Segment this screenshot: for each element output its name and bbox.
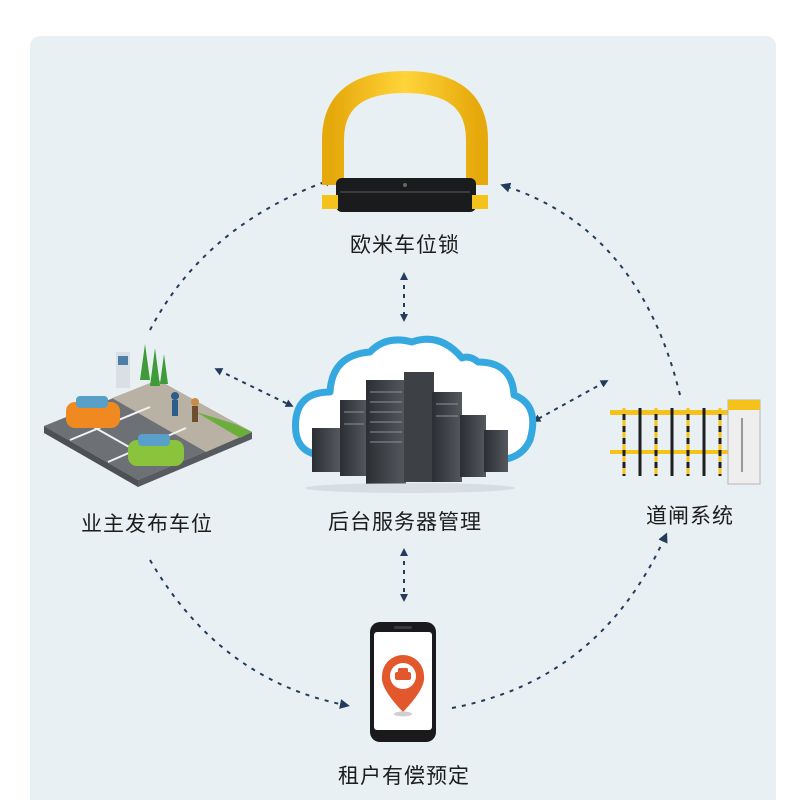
arrow-gate-to-lock	[500, 182, 681, 396]
arrow-owner-to-phone	[149, 559, 350, 709]
cloud-server-icon	[291, 335, 537, 493]
barrier-gate-icon	[610, 399, 761, 485]
label-gate-system: 道闸系统	[646, 504, 734, 528]
arrow-owner-server	[214, 368, 294, 407]
label-owner-publish: 业主发布车位	[81, 512, 213, 536]
label-parking-lock: 欧米车位锁	[350, 233, 460, 257]
label-server-management: 后台服务器管理	[328, 510, 482, 534]
arrow-gate-server	[532, 380, 609, 422]
parking-lock-icon	[322, 70, 488, 212]
parking-lot-icon	[44, 344, 252, 487]
smartphone-icon	[370, 622, 436, 742]
arrow-owner-to-lock	[149, 176, 335, 331]
arrow-phone-to-gate	[451, 532, 668, 709]
label-tenant-booking: 租户有偿预定	[338, 764, 470, 788]
